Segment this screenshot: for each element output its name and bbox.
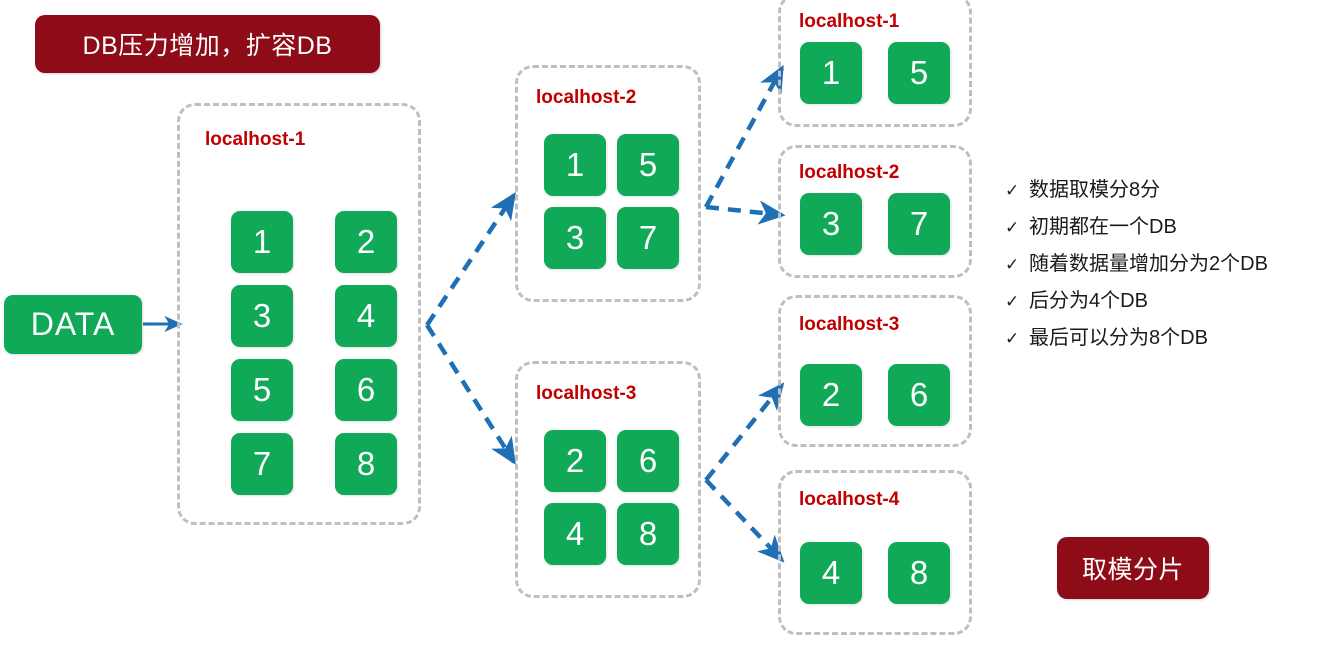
host-container-stage3-localhost-1: localhost-1 1 5 bbox=[778, 0, 972, 127]
shard-tile: 8 bbox=[888, 542, 950, 604]
shard-tile: 5 bbox=[888, 42, 950, 104]
host-label: localhost-3 bbox=[799, 314, 900, 335]
list-item-label: 后分为4个DB bbox=[1029, 290, 1148, 312]
arrow-host2-to-r2 bbox=[705, 200, 786, 225]
host-label: localhost-2 bbox=[536, 87, 637, 108]
shard-tile: 4 bbox=[544, 503, 606, 565]
shard-tile: 7 bbox=[888, 193, 950, 255]
arrow-host1-to-host2 bbox=[425, 192, 517, 327]
host-label: localhost-1 bbox=[205, 129, 306, 150]
host-label: localhost-1 bbox=[799, 11, 900, 32]
shard-tile: 1 bbox=[544, 134, 606, 196]
notes-list: ✓ 数据取模分8分 ✓ 初期都在一个DB ✓ 随着数据量增加分为2个DB ✓ 后… bbox=[1005, 172, 1325, 357]
shard-tile: 3 bbox=[231, 285, 293, 347]
shard-tile: 6 bbox=[335, 359, 397, 421]
modulo-sharding-badge: 取模分片 bbox=[1057, 537, 1209, 599]
list-item: ✓ 随着数据量增加分为2个DB bbox=[1005, 246, 1325, 283]
list-item-label: 数据取模分8分 bbox=[1029, 179, 1161, 201]
list-item-label: 初期都在一个DB bbox=[1029, 216, 1177, 238]
check-icon: ✓ bbox=[1005, 292, 1020, 311]
shard-tile: 1 bbox=[800, 42, 862, 104]
host-label: localhost-3 bbox=[536, 383, 637, 404]
shard-tile: 2 bbox=[544, 430, 606, 492]
host-label: localhost-2 bbox=[799, 162, 900, 183]
list-item: ✓ 最后可以分为8个DB bbox=[1005, 320, 1325, 357]
check-icon: ✓ bbox=[1005, 181, 1020, 200]
host-container-stage3-localhost-3: localhost-3 2 6 bbox=[778, 295, 972, 447]
host-container-stage2-localhost-3: localhost-3 2 6 4 8 bbox=[515, 361, 701, 598]
shard-tile: 2 bbox=[335, 211, 397, 273]
shard-tile: 1 bbox=[231, 211, 293, 273]
list-item: ✓ 后分为4个DB bbox=[1005, 283, 1325, 320]
host-container-stage3-localhost-4: localhost-4 4 8 bbox=[778, 470, 972, 635]
host-label: localhost-4 bbox=[799, 489, 900, 510]
arrow-host1-to-host3 bbox=[425, 323, 516, 466]
shard-tile: 7 bbox=[231, 433, 293, 495]
shard-tile: 6 bbox=[617, 430, 679, 492]
shard-tile: 5 bbox=[231, 359, 293, 421]
shard-tile: 3 bbox=[800, 193, 862, 255]
shard-tile: 4 bbox=[800, 542, 862, 604]
list-item-label: 最后可以分为8个DB bbox=[1029, 327, 1208, 349]
host-container-stage1-localhost-1: localhost-1 1 2 3 4 5 6 7 8 bbox=[177, 103, 421, 525]
arrow-host3-to-r4 bbox=[704, 478, 785, 563]
shard-tile: 2 bbox=[800, 364, 862, 426]
check-icon: ✓ bbox=[1005, 255, 1020, 274]
shard-tile: 8 bbox=[617, 503, 679, 565]
list-item: ✓ 初期都在一个DB bbox=[1005, 209, 1325, 246]
shard-tile: 3 bbox=[544, 207, 606, 269]
shard-tile: 8 bbox=[335, 433, 397, 495]
check-icon: ✓ bbox=[1005, 218, 1020, 237]
arrow-host2-to-r1 bbox=[704, 64, 784, 209]
list-item: ✓ 数据取模分8分 bbox=[1005, 172, 1325, 209]
shard-tile: 6 bbox=[888, 364, 950, 426]
data-source-box: DATA bbox=[4, 295, 142, 354]
host-container-stage2-localhost-2: localhost-2 1 5 3 7 bbox=[515, 65, 701, 302]
title-badge: DB压力增加，扩容DB bbox=[35, 15, 380, 73]
shard-tile: 5 bbox=[617, 134, 679, 196]
host-container-stage3-localhost-2: localhost-2 3 7 bbox=[778, 145, 972, 278]
shard-tile: 4 bbox=[335, 285, 397, 347]
shard-tile: 7 bbox=[617, 207, 679, 269]
list-item-label: 随着数据量增加分为2个DB bbox=[1029, 253, 1268, 275]
check-icon: ✓ bbox=[1005, 329, 1020, 348]
arrow-host3-to-r3 bbox=[704, 382, 785, 482]
